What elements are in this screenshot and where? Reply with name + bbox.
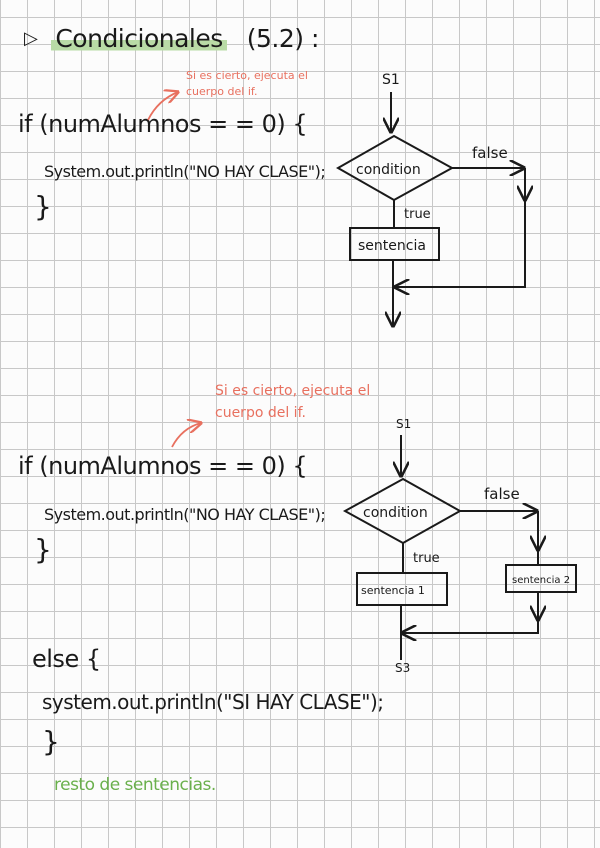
print-statement-1: System.out.println("NO HAY CLASE"); [44,162,326,181]
fc2-end-label: S3 [395,661,410,675]
else-close-brace: } [42,725,60,758]
annotation-arrow-1 [147,92,178,121]
triangle-bullet-icon: ▷ [24,28,38,49]
else-statement: else { [32,645,101,673]
fc1-false-label: false [472,144,508,162]
fc2-statement2-label: sentencia 2 [512,575,570,586]
page-title: ▷ Condicionales (5.2) : [24,24,319,53]
if-statement-1: if (numAlumnos = = 0) { [18,110,308,138]
false-return-2 [402,620,539,633]
close-brace-1: } [34,190,52,223]
print-statement-2: System.out.println("NO HAY CLASE"); [44,505,326,524]
fc2-statement1-label: sentencia 1 [361,584,425,597]
title-highlighted: Condicionales [51,24,227,53]
annotation-1: Si es cierto, ejecuta el cuerpo del if. [186,68,308,100]
fc1-start-label: S1 [382,72,400,88]
annotation-1-line1: Si es cierto, ejecuta el [186,69,308,82]
fc2-false-label: false [484,485,520,503]
fc1-statement-label: sentencia [358,238,426,254]
rest-statements-note: resto de sentencias. [54,775,216,795]
flowchart-1 [335,92,526,326]
if-statement-2: if (numAlumnos = = 0) { [18,452,308,480]
fc2-true-label: true [413,551,440,566]
statement2-box [505,564,577,593]
fc1-true-label: true [404,207,431,222]
annotation-2: Si es cierto, ejecuta el cuerpo del if. [215,380,370,424]
section-number: (5.2) : [246,24,320,53]
statement-box-1 [349,227,440,261]
fc2-start-label: S1 [396,417,411,431]
false-return-1 [395,200,526,287]
fc1-condition-label: condition [356,162,421,178]
annotation-arrow-2 [171,423,201,448]
close-brace-2: } [34,533,52,566]
fc2-condition-label: condition [363,505,428,521]
annotation-2-line1: Si es cierto, ejecuta el [215,383,371,399]
else-print-statement: system.out.println("SI HAY CLASE"); [42,690,384,714]
annotation-1-line2: cuerpo del if. [186,85,258,98]
flowchart-2 [342,435,577,660]
annotation-2-line2: cuerpo del if. [215,405,306,421]
